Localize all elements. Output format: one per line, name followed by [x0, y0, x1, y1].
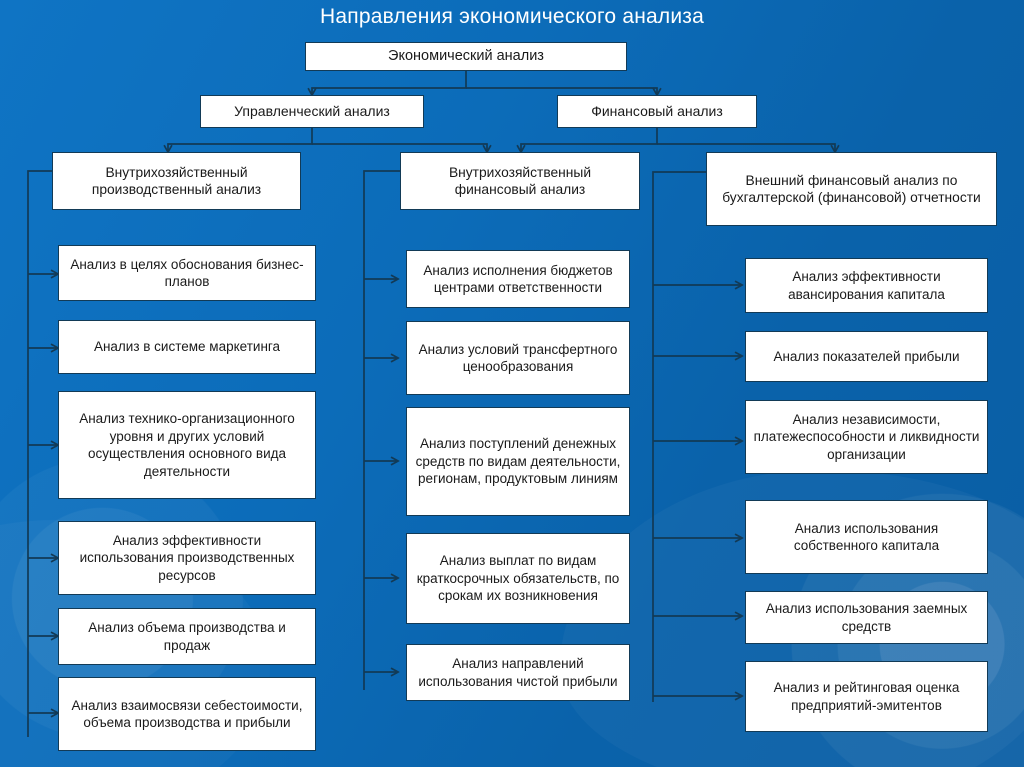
column-2-item-3[interactable]: Анализ поступлений денежных средств по в…	[406, 407, 630, 516]
column-2-item-5[interactable]: Анализ направлений использования чистой …	[406, 644, 630, 701]
column-3-item-2[interactable]: Анализ показателей прибыли	[745, 331, 988, 382]
page-title: Направления экономического анализа	[320, 5, 704, 28]
column-1-item-4[interactable]: Анализ эффективности использования произ…	[58, 521, 316, 595]
column-2-item-1[interactable]: Анализ исполнения бюджетов центрами отве…	[406, 250, 630, 308]
node-financial-analysis[interactable]: Финансовый анализ	[557, 95, 757, 128]
column-1-item-6[interactable]: Анализ взаимосвязи себестоимости, объема…	[58, 677, 316, 751]
column-2-item-4[interactable]: Анализ выплат по видам краткосрочных обя…	[406, 533, 630, 624]
column-2-item-2[interactable]: Анализ условий трансфертного ценообразов…	[406, 321, 630, 395]
column-3-item-1[interactable]: Анализ эффективности авансирования капит…	[745, 258, 988, 313]
node-managerial-analysis[interactable]: Управленческий анализ	[200, 95, 424, 128]
column-1-item-3[interactable]: Анализ технико-организационного уровня и…	[58, 391, 316, 499]
column-3-item-5[interactable]: Анализ использования заемных средств	[745, 591, 988, 644]
column-1-item-2[interactable]: Анализ в системе маркетинга	[58, 320, 316, 374]
node-root[interactable]: Экономический анализ	[305, 42, 627, 71]
column-3-item-6[interactable]: Анализ и рейтинговая оценка предприятий-…	[745, 661, 988, 732]
column-1-header[interactable]: Внутрихозяйственный производственный ана…	[52, 152, 301, 210]
column-2-header[interactable]: Внутрихозяйственный финансовый анализ	[400, 152, 640, 210]
column-3-item-4[interactable]: Анализ использования собственного капита…	[745, 500, 988, 574]
column-3-item-3[interactable]: Анализ независимости, платежеспособности…	[745, 400, 988, 474]
column-1-item-5[interactable]: Анализ объема производства и продаж	[58, 608, 316, 665]
column-1-item-1[interactable]: Анализ в целях обоснования бизнес-планов	[58, 245, 316, 301]
column-3-header[interactable]: Внешний финансовый анализ по бухгалтерск…	[706, 152, 997, 226]
